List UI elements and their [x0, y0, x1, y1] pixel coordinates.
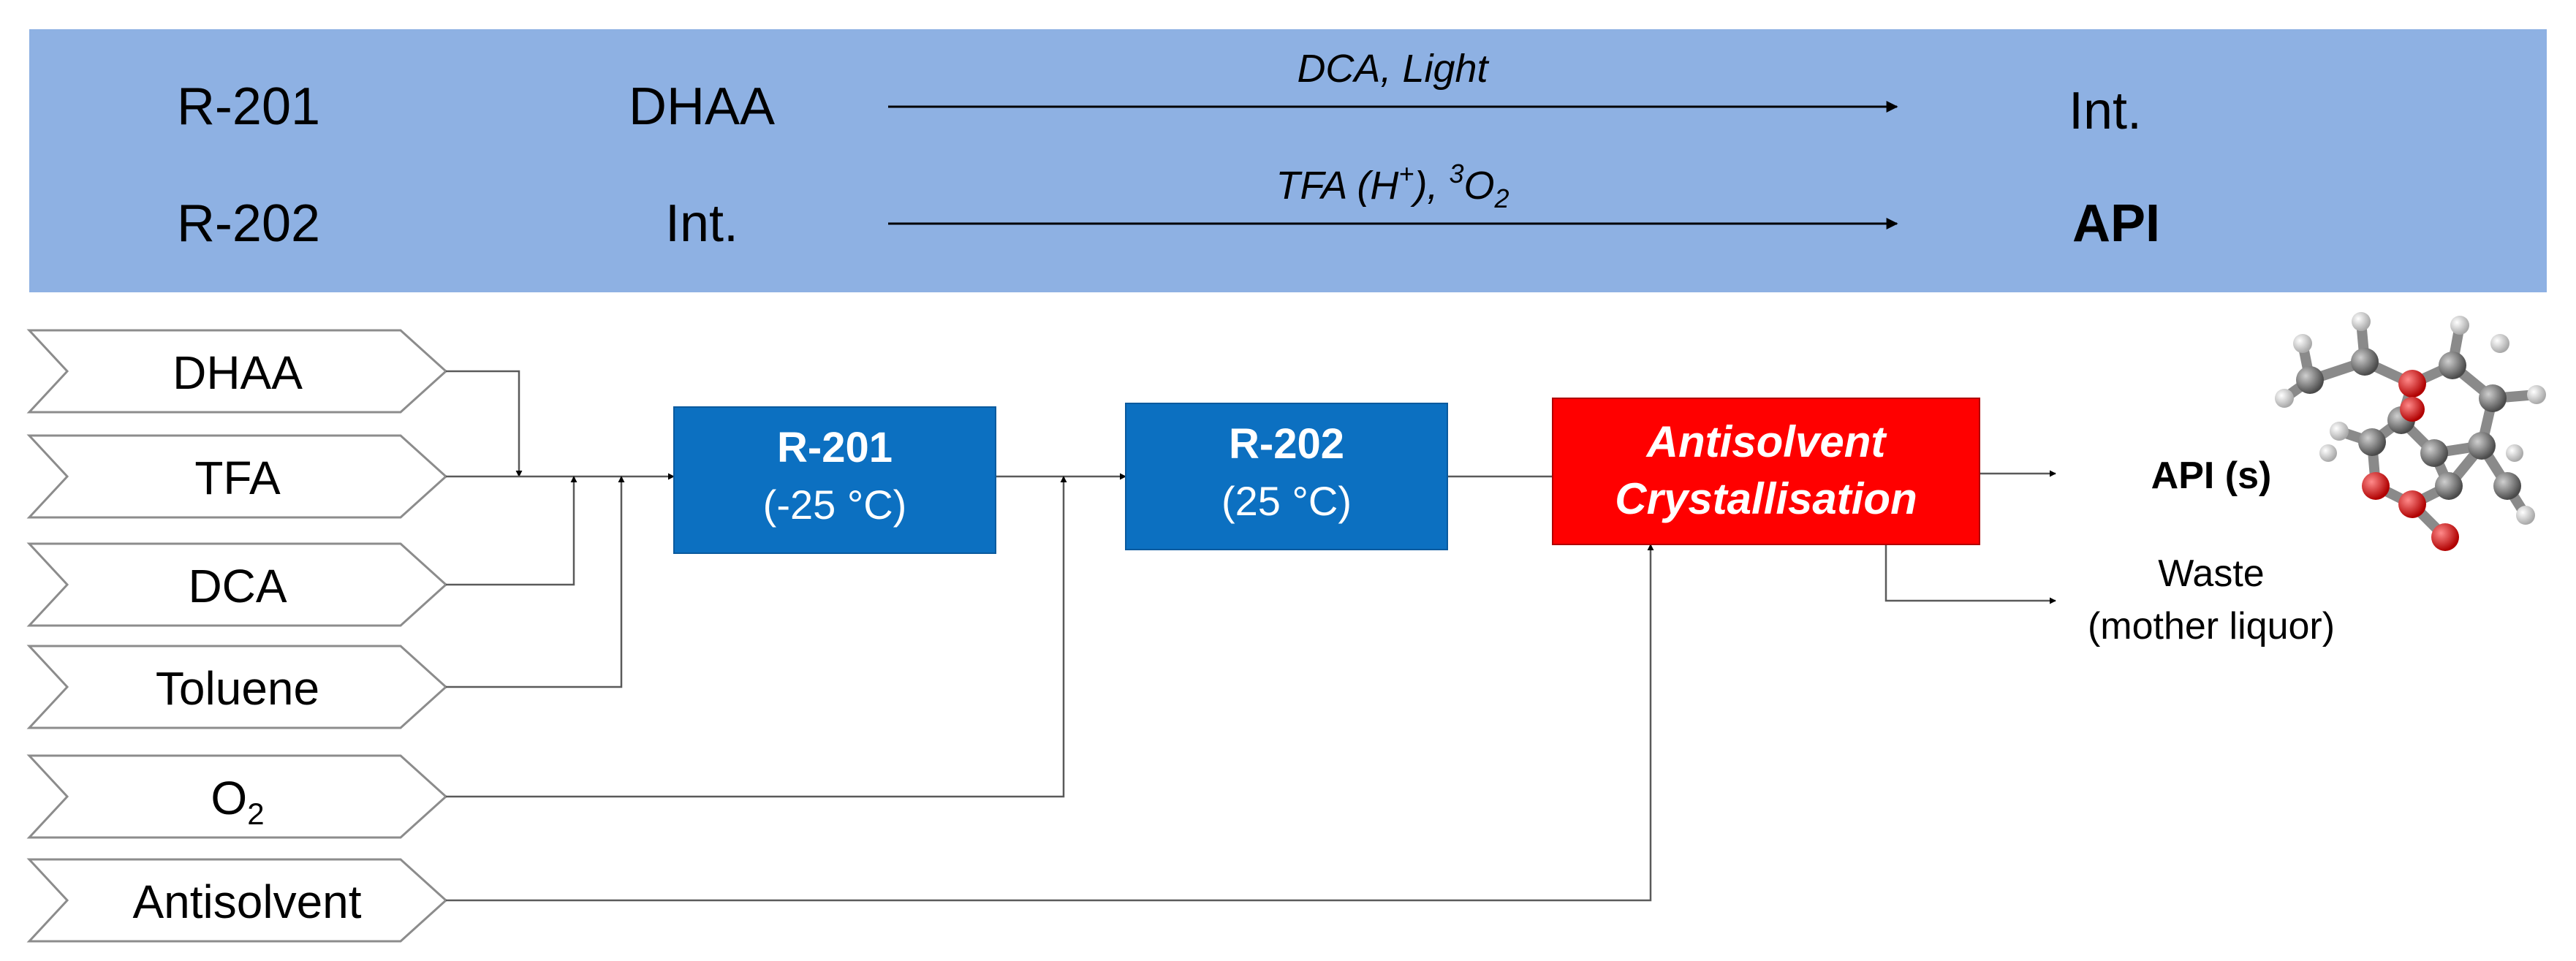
- reaction-2-reactant: Int.: [665, 194, 738, 253]
- reaction-2-reactor: R-202: [177, 194, 320, 253]
- feed-toluene: Toluene: [26, 645, 448, 729]
- crystalliser-label-line2: Crystallisation: [1615, 474, 1917, 523]
- reaction-banner: [29, 29, 2547, 292]
- stream-o2: [446, 476, 1067, 798]
- output-waste-line1: Waste: [2158, 552, 2264, 595]
- reactor-r201-name: R-201: [777, 424, 893, 471]
- reactor-r202-box: [1125, 403, 1448, 550]
- feed-tag-shape: [26, 329, 448, 414]
- crystalliser-label-line1: Antisolvent: [1645, 417, 1888, 466]
- feed-dca: DCA: [26, 542, 448, 627]
- stream-lines: [446, 370, 2056, 902]
- feed-label-toluene: Toluene: [156, 662, 319, 715]
- reactor-r201-temperature: (-25 °C): [763, 482, 907, 528]
- feed-tags: DHAA TFA DCA Toluene O2 Antisolvent: [26, 329, 448, 943]
- output-api-solid: API (s): [2151, 455, 2272, 497]
- reaction-1-conditions: DCA, Light: [1297, 47, 1489, 91]
- stream-waste: [1884, 544, 2056, 604]
- feed-label-antisolvent: Antisolvent: [132, 875, 361, 928]
- unit-crystalliser: Antisolvent Crystallisation: [1552, 398, 1980, 545]
- artemisinin-molecule-icon: [2275, 312, 2546, 551]
- feed-tag-shape: [26, 858, 448, 943]
- reaction-1-reactant: DHAA: [629, 77, 775, 136]
- feed-dhaa: DHAA: [26, 329, 448, 414]
- feed-o2: O2: [26, 754, 448, 839]
- reactor-r202-temperature: (25 °C): [1221, 478, 1352, 524]
- reaction-row-1: R-201 DHAA DCA, Light Int.: [177, 47, 2142, 140]
- reactor-r201-box: [673, 406, 996, 554]
- feed-antisolvent: Antisolvent: [26, 858, 448, 943]
- feed-label-o2: O2: [211, 772, 264, 831]
- reaction-1-product: Int.: [2069, 82, 2142, 140]
- reaction-row-2: R-202 Int. TFA (H+), 3O2 API: [177, 159, 2160, 253]
- reaction-1-reactor: R-201: [177, 77, 320, 136]
- crystalliser-box: [1552, 398, 1980, 545]
- unit-r201: R-201 (-25 °C): [673, 406, 996, 554]
- stream-toluene: [446, 476, 625, 688]
- feed-tfa: TFA: [26, 434, 448, 519]
- reaction-2-product: API: [2072, 194, 2160, 253]
- stream-antisolvent: [446, 544, 1654, 902]
- stream-dca: [446, 476, 577, 586]
- feed-label-dhaa: DHAA: [173, 346, 303, 399]
- reactor-r202-name: R-202: [1229, 420, 1344, 468]
- feed-tag-shape: [26, 645, 448, 729]
- unit-r202: R-202 (25 °C): [1125, 403, 1448, 550]
- feed-tag-shape: [26, 754, 448, 839]
- feed-label-dca: DCA: [188, 560, 287, 612]
- stream-dhaa: [446, 370, 523, 477]
- feed-tag-shape: [26, 542, 448, 627]
- output-waste-line2: (mother liquor): [2088, 605, 2335, 647]
- feed-label-tfa: TFA: [194, 452, 281, 504]
- reaction-2-conditions: TFA (H+), 3O2: [1276, 159, 1509, 213]
- feed-tag-shape: [26, 434, 448, 519]
